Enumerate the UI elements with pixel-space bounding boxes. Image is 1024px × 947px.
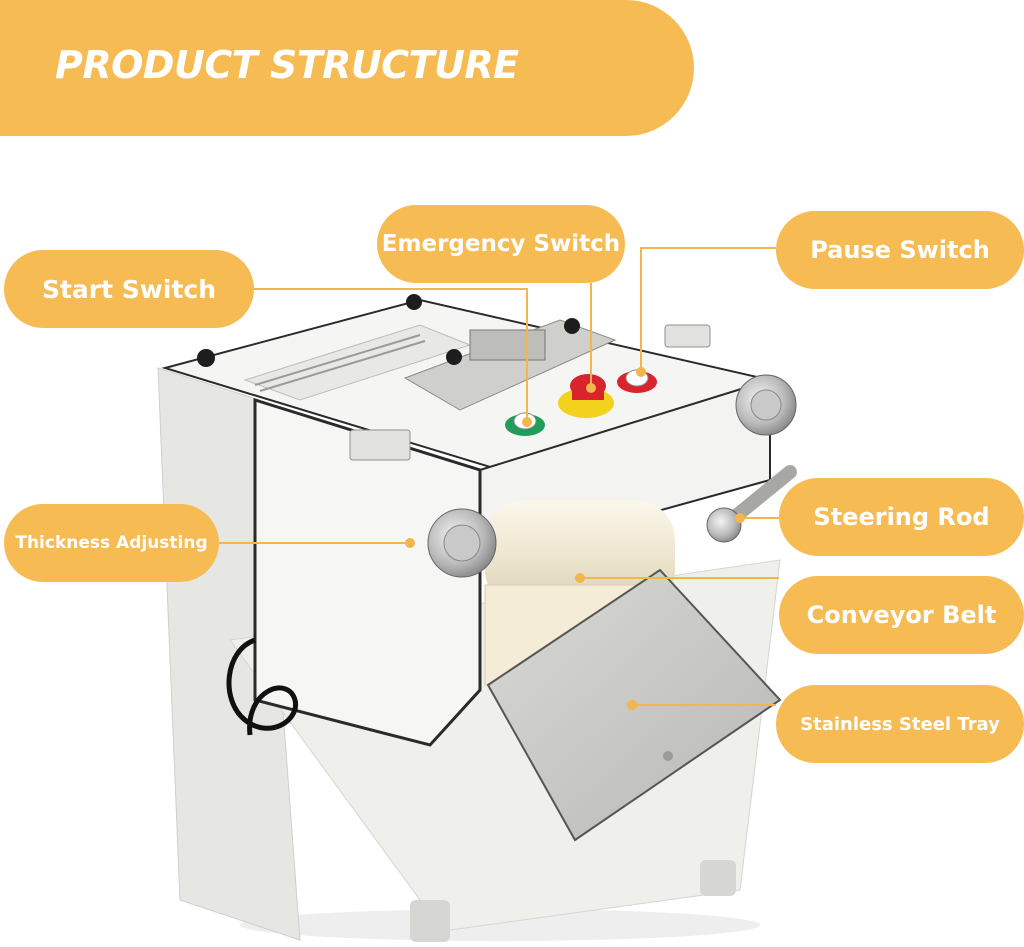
top-knob-3	[197, 349, 215, 367]
thickness-adjusting-label: Thickness Adjusting	[4, 504, 219, 582]
steering-rod-label: Steering Rod	[779, 478, 1024, 556]
right-foot	[700, 860, 736, 896]
top-knob-4	[406, 294, 422, 310]
leader-lines	[219, 247, 779, 706]
pause-leader	[640, 247, 776, 372]
header-banner	[0, 0, 694, 136]
inspection-window-right	[664, 324, 711, 348]
floor-shadow	[240, 909, 760, 941]
top-bracket	[469, 329, 546, 361]
right-knob-icon	[735, 374, 797, 436]
stainless-steel-tray-label: Stainless Steel Tray	[776, 685, 1024, 763]
tray-rivet	[663, 751, 673, 761]
upper-roller	[485, 500, 675, 610]
conveyor-belt-label: Conveyor Belt	[779, 576, 1024, 654]
thickness-knob-icon	[427, 508, 497, 578]
emergency-switch-label: Emergency Switch	[377, 205, 625, 283]
emergency-switch-icon	[558, 374, 614, 418]
top-knob-1	[446, 349, 462, 365]
inspection-window-left	[349, 429, 411, 461]
start-switch-label: Start Switch	[4, 250, 254, 328]
start-leader	[254, 288, 528, 422]
feed-spring	[254, 334, 426, 392]
top-knob-2	[564, 318, 580, 334]
pause-switch-label: Pause Switch	[776, 211, 1024, 289]
left-foot	[410, 900, 450, 942]
left-front-housing	[253, 397, 482, 747]
leader-dots	[405, 367, 745, 710]
power-cable	[226, 637, 298, 736]
page-title: PRODUCT STRUCTURE	[55, 43, 519, 87]
